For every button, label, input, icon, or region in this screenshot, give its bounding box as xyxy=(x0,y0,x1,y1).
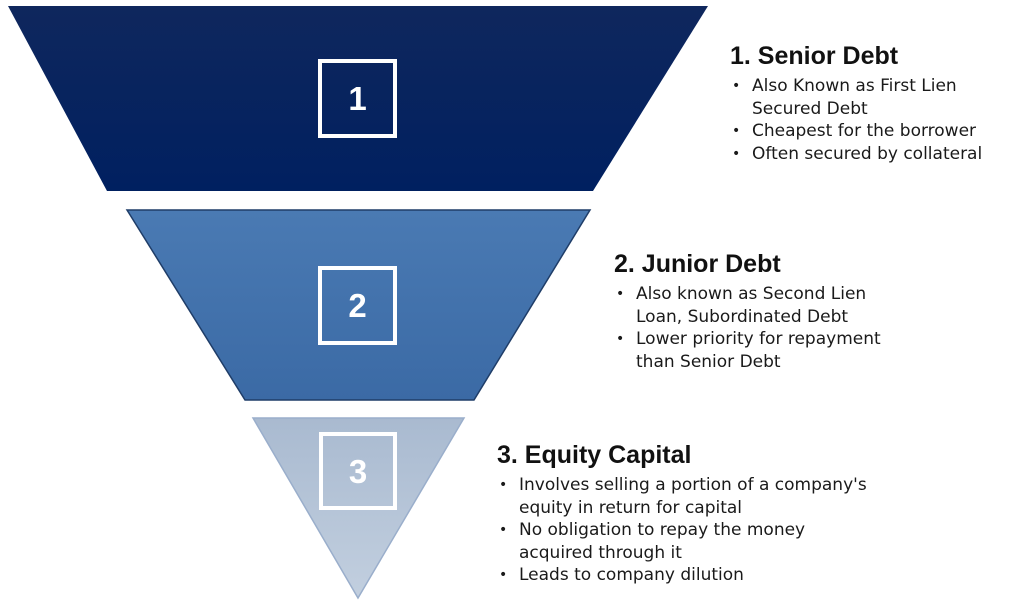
junior-debt-title: 2. Junior Debt xyxy=(614,250,781,278)
equity-capital-title: 3. Equity Capital xyxy=(497,441,692,469)
equity-capital-bullet: Leads to company dilution xyxy=(497,564,877,587)
tier-3-number: 3 xyxy=(349,453,367,490)
senior-debt-bullet: Also Known as First Lien Secured Debt xyxy=(730,75,1020,120)
senior-debt-bullet: Often secured by collateral xyxy=(730,143,1020,166)
tier-1-shape xyxy=(8,6,708,191)
funnel-tier-2: 2 xyxy=(125,209,592,401)
junior-debt-bullets: Also known as Second Lien Loan, Subordin… xyxy=(614,283,914,373)
equity-capital-bullets: Involves selling a portion of a company'… xyxy=(497,474,877,587)
junior-debt-bullet: Lower priority for repayment than Senior… xyxy=(614,328,914,373)
equity-capital-bullet: No obligation to repay the money acquire… xyxy=(497,519,877,564)
senior-debt-bullets: Also Known as First Lien Secured Debt Ch… xyxy=(730,75,1020,165)
tier-1-number: 1 xyxy=(348,80,366,117)
senior-debt-title: 1. Senior Debt xyxy=(730,42,899,70)
funnel-tier-3: 3 xyxy=(251,417,466,600)
tier-1-number-box xyxy=(318,59,397,138)
tier-2-number: 2 xyxy=(348,287,366,324)
equity-capital-bullet: Involves selling a portion of a company'… xyxy=(497,474,877,519)
tier-3-number-box xyxy=(319,432,397,510)
senior-debt-section: 1. Senior Debt Also Known as First Lien … xyxy=(730,42,1020,165)
junior-debt-section: 2. Junior Debt Also known as Second Lien… xyxy=(614,250,914,373)
tier-2-shape xyxy=(125,209,592,401)
tier-2-number-box xyxy=(318,266,397,345)
funnel-tier-1: 1 xyxy=(8,6,708,191)
equity-capital-section: 3. Equity Capital Involves selling a por… xyxy=(497,441,877,587)
senior-debt-bullet: Cheapest for the borrower xyxy=(730,120,1020,143)
junior-debt-bullet: Also known as Second Lien Loan, Subordin… xyxy=(614,283,914,328)
capital-structure-funnel: 1 2 3 xyxy=(8,6,708,600)
